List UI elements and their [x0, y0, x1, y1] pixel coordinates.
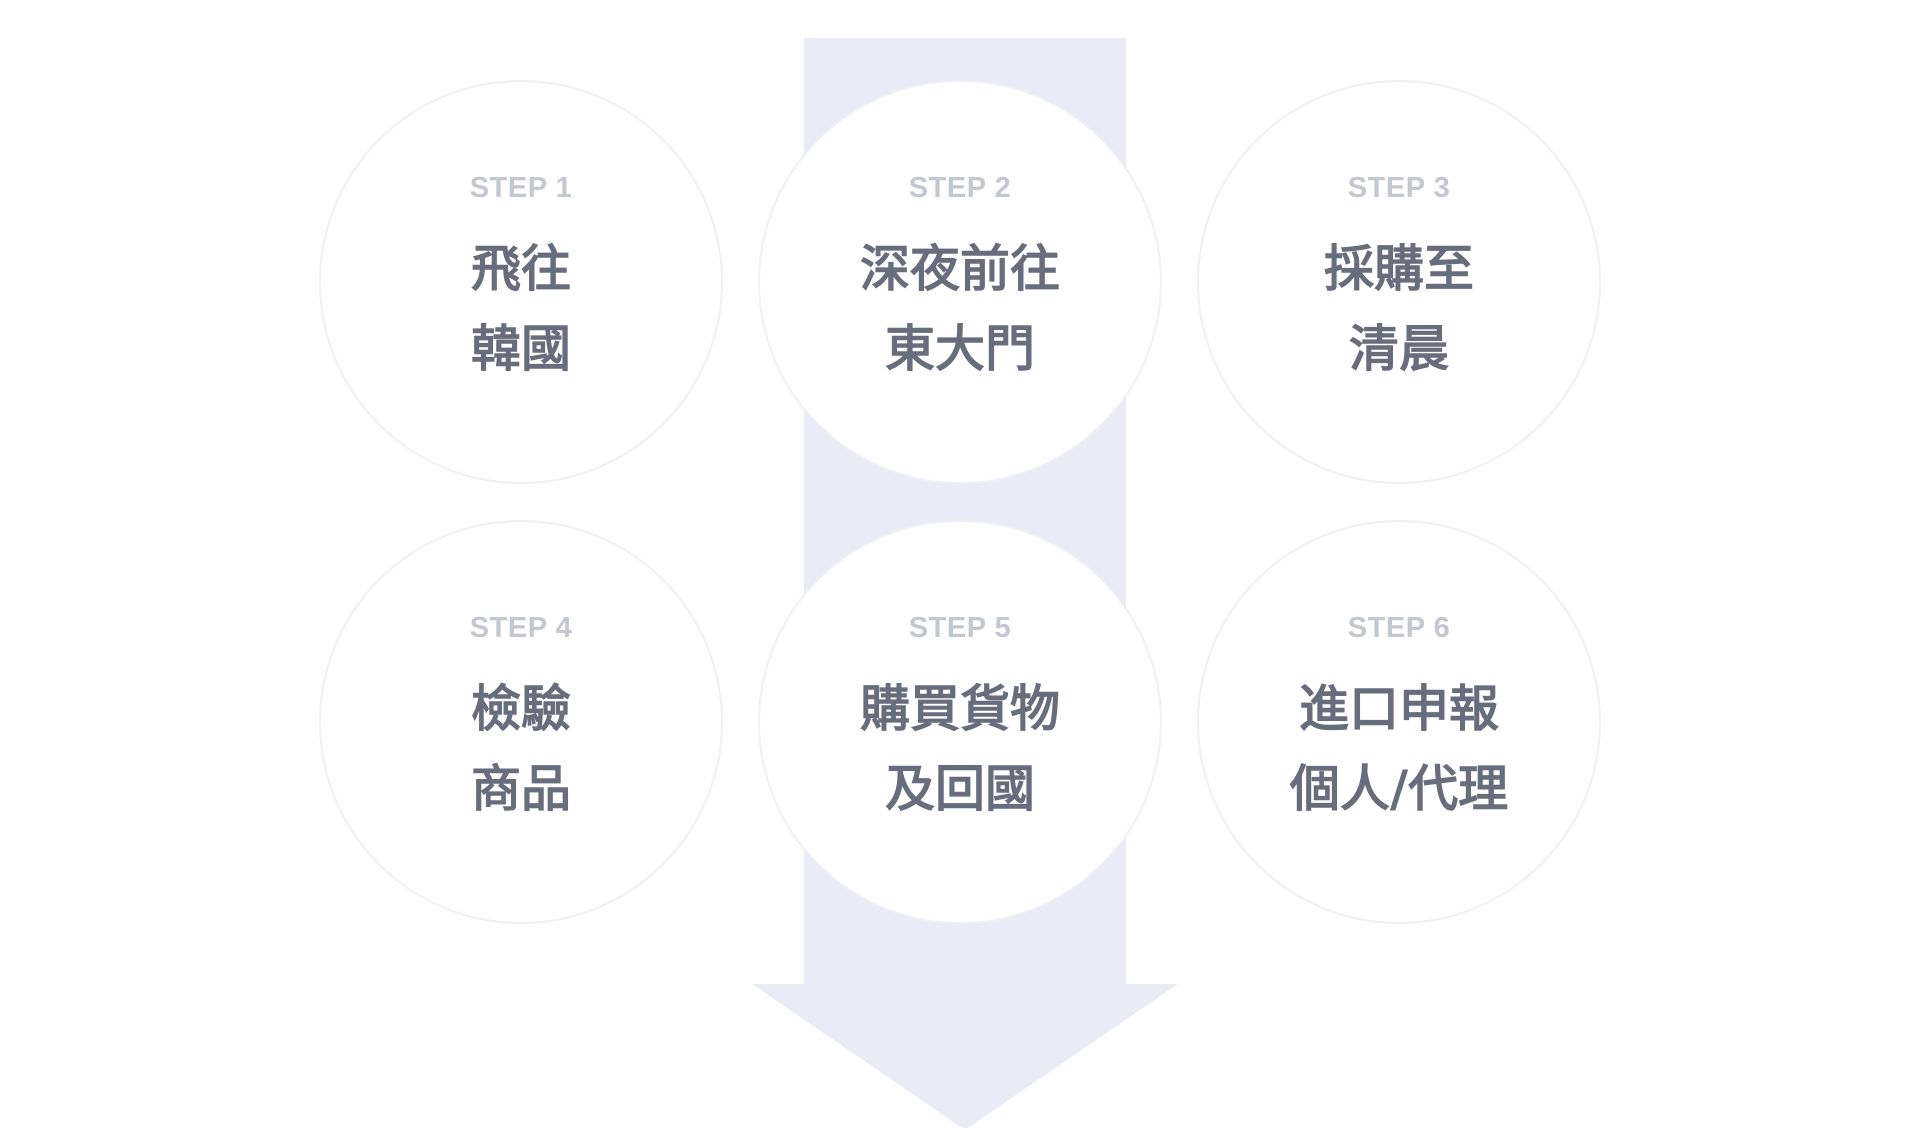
step-circle-2: STEP 2 深夜前往 東大門 — [758, 80, 1162, 484]
step-title-line: 檢驗 — [471, 679, 571, 738]
step-title-line: 進口申報 — [1298, 679, 1499, 738]
step-circle-6: STEP 6 進口申報 個人/代理 — [1197, 520, 1601, 924]
step-label: STEP 1 — [469, 171, 573, 204]
step-title-line: 深夜前往 — [860, 239, 1060, 298]
step-label: STEP 4 — [469, 611, 573, 644]
step-title: 購買貨物 及回國 — [860, 669, 1060, 829]
step-circle-1: STEP 1 飛往 韓國 — [319, 80, 723, 484]
step-title-line: 韓國 — [471, 319, 571, 378]
step-title-line: 個人/代理 — [1289, 759, 1509, 818]
step-title-line: 東大門 — [885, 319, 1035, 378]
step-title: 採購至 清晨 — [1324, 229, 1474, 389]
step-title-line: 購買貨物 — [860, 679, 1060, 738]
step-label: STEP 5 — [908, 611, 1012, 644]
step-circle-4: STEP 4 檢驗 商品 — [319, 520, 723, 924]
step-title-line: 商品 — [471, 759, 571, 818]
steps-grid: STEP 1 飛往 韓國 STEP 2 深夜前往 東大門 STEP 3 採購至 … — [319, 80, 1601, 930]
step-title-line: 及回國 — [885, 759, 1035, 818]
step-title: 檢驗 商品 — [471, 669, 571, 829]
step-label: STEP 2 — [908, 171, 1012, 204]
step-title: 深夜前往 東大門 — [860, 229, 1060, 389]
step-title: 進口申報 個人/代理 — [1290, 669, 1508, 829]
step-circle-5: STEP 5 購買貨物 及回國 — [758, 520, 1162, 924]
step-label: STEP 3 — [1347, 171, 1451, 204]
step-title-line: 清晨 — [1349, 319, 1449, 378]
step-title: 飛往 韓國 — [471, 229, 571, 389]
step-circle-3: STEP 3 採購至 清晨 — [1197, 80, 1601, 484]
step-title-line: 飛往 — [471, 239, 571, 298]
step-title-line: 採購至 — [1324, 239, 1474, 298]
step-label: STEP 6 — [1347, 611, 1451, 644]
